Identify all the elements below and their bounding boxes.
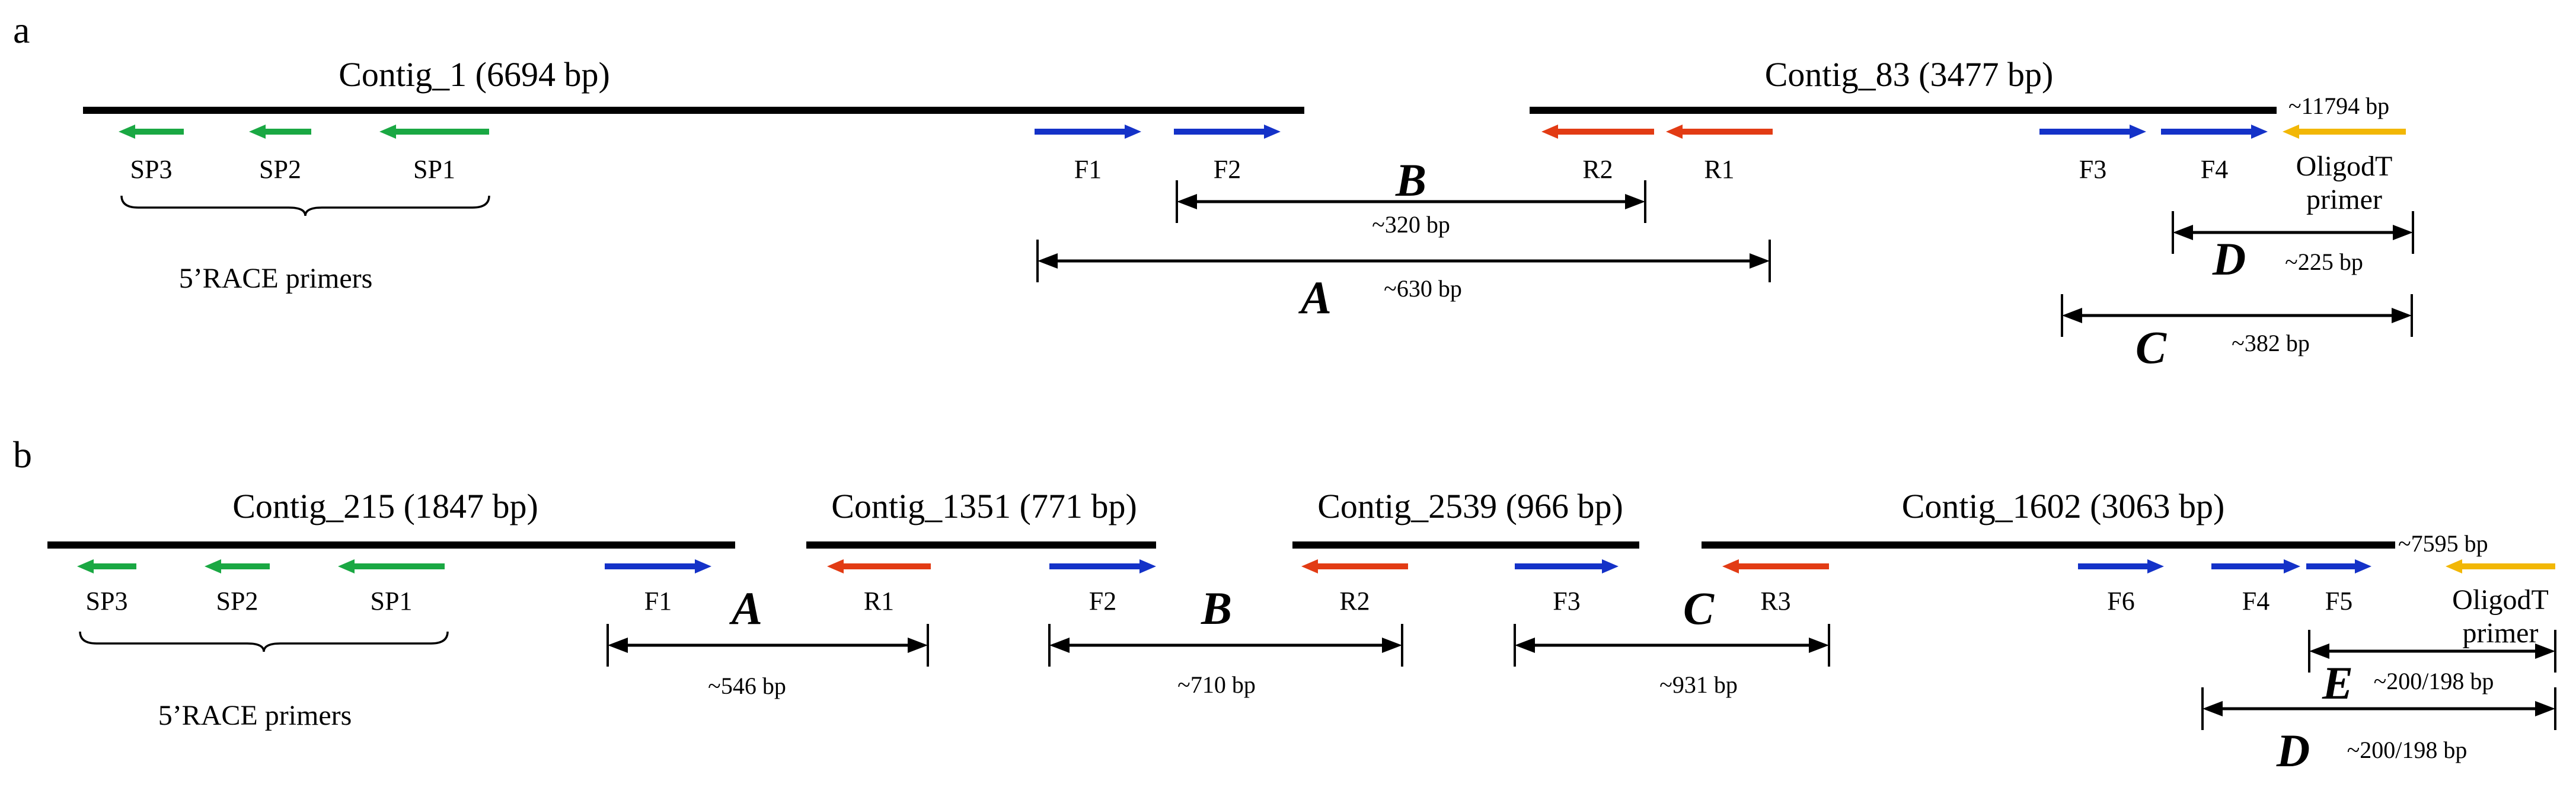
primer-label-f1: F1 [1074,155,1102,184]
amplicon-arrow-c [1514,624,1830,667]
amplicon-size-d: ~225 bp [2285,248,2363,275]
amplicon-size-d: ~200/198 bp [2347,737,2468,763]
amplicon-arrow-a [607,624,929,667]
primer-arrow-f2 [1174,125,1281,139]
primer-arrow-f5 [2306,559,2371,573]
primer-arrow-r3 [1722,559,1829,573]
race-primers-label: 5’RACE primers [158,700,352,731]
amplicon-letter-d: D [2276,725,2310,776]
primer-arrow-sp1 [379,125,489,139]
primer-arrow-sp1 [338,559,445,573]
amplicon-letter-b: B [1201,582,1232,634]
contig-label-1: Contig_83 (3477 bp) [1765,55,2054,94]
transcript-length-label: ~11794 bp [2288,93,2389,119]
amplicon-letter-a: A [729,582,762,634]
primer-arrow-f3 [1515,559,1619,573]
primer-arrow-f3 [2039,125,2146,139]
primer-arrow-r1 [1666,125,1773,139]
primer-arrow-f1 [1035,125,1141,139]
primer-arrow-f2 [1049,559,1156,573]
amplicon-size-c: ~382 bp [2232,330,2310,356]
primer-label-r3: R3 [1760,587,1790,616]
contig-label-0: Contig_1 (6694 bp) [339,55,610,94]
primer-arrow-r2 [1301,559,1408,573]
amplicon-size-b: ~710 bp [1177,671,1256,698]
primer-arrow-sp2 [249,125,311,139]
primer-arrow-sp3 [119,125,184,139]
amplicon-arrow-b [1048,624,1403,667]
primer-arrow-f1 [605,559,711,573]
primer-label-sp2: SP2 [216,587,258,616]
transcript-length-label: ~7595 bp [2398,530,2488,557]
primer-label-f4: F4 [2242,587,2269,616]
primer-label-sp1: SP1 [413,155,455,184]
contig-label-2: Contig_2539 (966 bp) [1317,487,1623,525]
primer-arrow-f4 [2161,125,2268,139]
panel-letter-a: a [13,9,30,51]
primer-label-r1: R1 [864,587,894,616]
primer-arrow-oligodt-primer [2446,559,2555,573]
primer-arrow-f6 [2078,559,2164,573]
amplicon-arrow-a [1036,240,1771,282]
primer-label-sp3: SP3 [130,155,173,184]
race-primers-label: 5’RACE primers [179,263,373,294]
primer-label-r2: R2 [1339,587,1370,616]
primer-arrow-r2 [1541,125,1654,139]
contig-label-1: Contig_1351 (771 bp) [831,487,1137,525]
amplicon-letter-d: D [2212,233,2246,285]
primer-label-r2: R2 [1582,155,1613,184]
amplicon-arrow-d [2201,687,2556,730]
primer-label-f5: F5 [2325,587,2352,616]
amplicon-size-a: ~630 bp [1384,275,1462,302]
amplicon-arrow-d [2172,211,2414,254]
primer-label-f1: F1 [644,587,672,616]
contig-label-0: Contig_215 (1847 bp) [232,487,538,525]
amplicon-size-e: ~200/198 bp [2374,668,2494,694]
primer-arrow-oligodt-primer [2283,125,2406,139]
amplicon-arrow-b [1176,180,1646,223]
amplicon-size-a: ~546 bp [708,673,786,699]
primer-arrow-sp3 [77,559,136,573]
amplicon-arrow-c [2061,294,2413,337]
primer-label-f2: F2 [1089,587,1116,616]
amplicon-letter-c: C [2136,321,2167,373]
amplicon-size-c: ~931 bp [1659,671,1738,698]
race-primers-brace [120,195,490,216]
amplicon-letter-c: C [1683,582,1715,634]
primer-label-sp2: SP2 [259,155,301,184]
primer-label-f4: F4 [2201,155,2228,184]
primer-label-f3: F3 [2079,155,2106,184]
amplicon-size-b: ~320 bp [1372,211,1450,238]
contig-label-3: Contig_1602 (3063 bp) [1902,487,2225,525]
primer-arrow-r1 [827,559,931,573]
primer-arrow-f4 [2211,559,2300,573]
primer-label-sp1: SP1 [371,587,413,616]
race-primers-brace [79,631,449,652]
panel-letter-b: b [13,434,32,476]
amplicon-letter-a: A [1298,272,1332,323]
primer-label-f6: F6 [2107,587,2134,616]
primer-label-f2: F2 [1214,155,1241,184]
primer-label-f3: F3 [1553,587,1580,616]
amplicon-arrow-e [2308,630,2556,673]
primer-arrow-sp2 [205,559,270,573]
amplicon-letter-e: E [2322,657,2353,709]
primer-label-r1: R1 [1704,155,1734,184]
primer-label-sp3: SP3 [86,587,128,616]
amplicon-letter-b: B [1395,154,1426,206]
